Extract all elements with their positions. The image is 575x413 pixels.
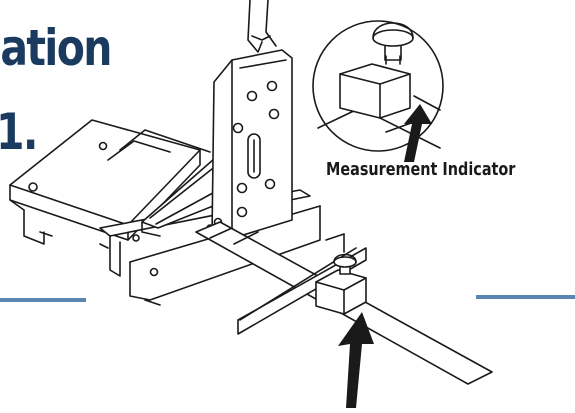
arrow-up-icon-main [338,312,374,408]
handle [247,0,277,53]
side-frame [206,49,293,237]
arrow-up-icon-inset [404,104,432,162]
measurement-indicator-label: Measurement Indicator [326,159,516,180]
indicator-block [315,253,367,315]
heading-line-2: 1. [0,103,38,161]
heading-line-1: ation [0,19,112,77]
magnifier-callout [312,20,444,152]
